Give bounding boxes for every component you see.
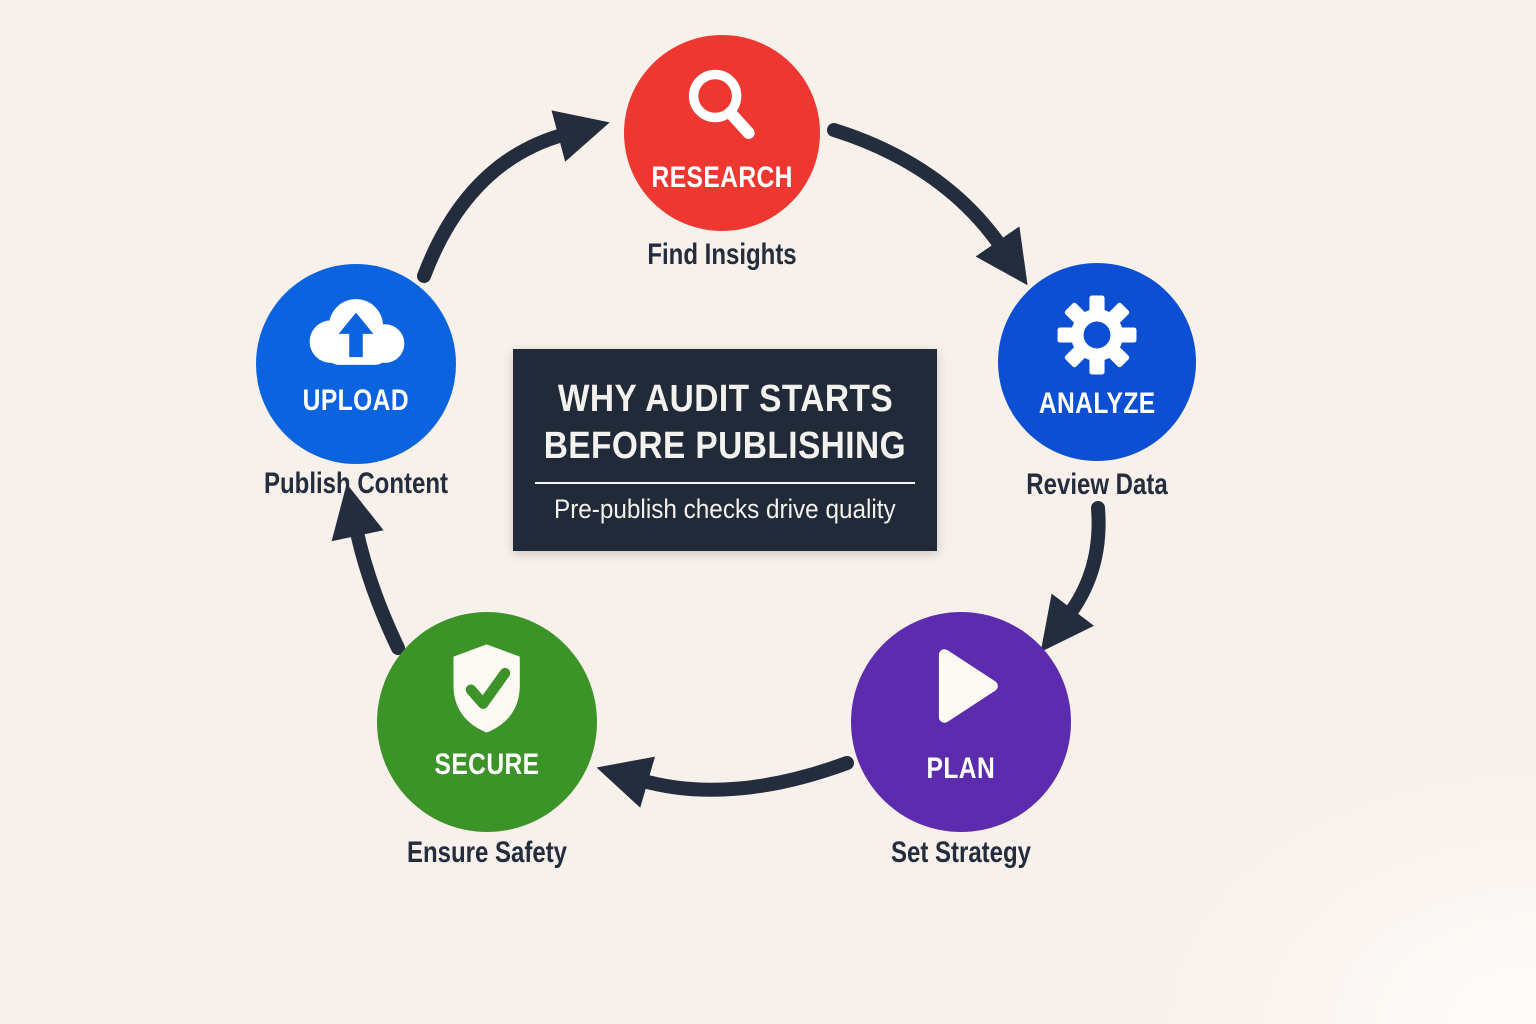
research-circle: RESEARCH xyxy=(624,35,820,231)
gear-icon xyxy=(1057,295,1137,375)
upload-circle: UPLOAD xyxy=(256,264,456,464)
node-label: RESEARCH xyxy=(651,161,793,194)
node-label: UPLOAD xyxy=(302,384,410,417)
node-research: RESEARCH xyxy=(624,35,820,231)
arrow-analyze-to-plan xyxy=(1040,501,1106,652)
analyze-caption: Review Data xyxy=(1026,468,1168,501)
secure-caption: Ensure Safety xyxy=(406,836,568,869)
node-label: SECURE xyxy=(434,748,540,781)
node-label: PLAN xyxy=(926,752,996,785)
arrow-secure-to-upload xyxy=(331,483,405,655)
analyze-circle: ANALYZE xyxy=(998,263,1196,461)
upload-caption: Publish Content xyxy=(264,467,448,500)
title-line-2: BEFORE PUBLISHING xyxy=(543,424,907,467)
node-analyze: ANALYZE xyxy=(998,263,1196,461)
plan-caption: Set Strategy xyxy=(890,836,1032,869)
node-upload: UPLOAD xyxy=(256,264,456,464)
node-secure: SECURE xyxy=(377,612,597,832)
search-icon xyxy=(688,69,755,139)
secure-circle: SECURE xyxy=(377,612,597,832)
title-line-1: WHY AUDIT STARTS xyxy=(557,377,893,420)
center-title-box: WHY AUDIT STARTS BEFORE PUBLISHING Pre-p… xyxy=(513,349,937,551)
shield-check-icon xyxy=(453,644,521,733)
subtitle: Pre-publish checks drive quality xyxy=(554,493,896,524)
plan-circle: PLAN xyxy=(851,612,1071,832)
play-icon xyxy=(938,649,998,723)
arrow-research-to-analyze xyxy=(827,123,1028,286)
arrow-upload-to-research xyxy=(417,110,610,283)
node-label: ANALYZE xyxy=(1038,387,1156,420)
node-plan: PLAN xyxy=(851,612,1071,832)
arrow-plan-to-secure xyxy=(596,756,854,808)
cloud-upload-icon xyxy=(309,299,405,365)
title-divider xyxy=(535,481,915,484)
research-caption: Find Insights xyxy=(647,238,797,271)
